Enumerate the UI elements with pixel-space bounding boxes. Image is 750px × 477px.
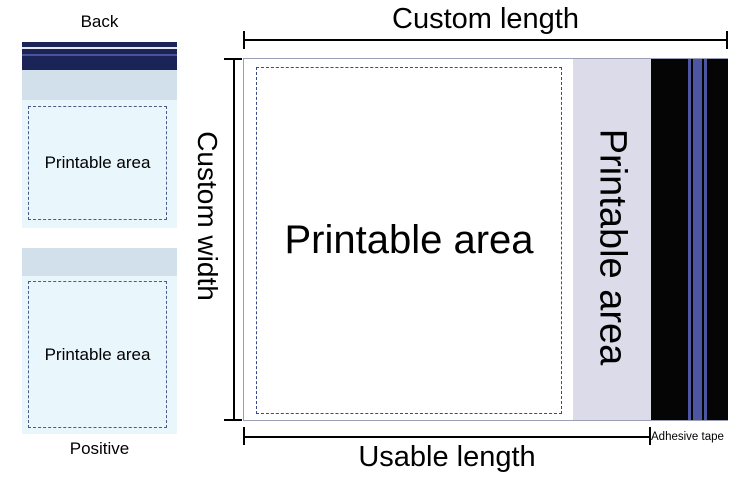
custom-width-top-tick [224,58,242,60]
custom-width-dimension-line [233,58,235,421]
back-seal-stripes [22,42,177,70]
usable-length-right-tick [649,427,651,445]
back-flap-band [22,70,177,100]
tape-stripe-3 [704,59,707,420]
usable-length-label: Usable length [358,441,536,473]
back-printable-box: Printable area [28,106,167,220]
adhesive-tape-strip [651,59,728,420]
positive-flap-band [22,248,177,276]
custom-width-label: Custom width [192,131,223,301]
flap-printable-area [573,59,651,420]
custom-length-left-tick [243,31,245,49]
custom-width-bottom-tick [224,419,242,421]
back-printable-label: Printable area [44,153,151,172]
flap-printable-label: Printable area [591,128,634,366]
positive-printable-label: Printable area [44,344,151,364]
back-bag-illustration: Printable area [22,42,177,228]
tape-stripe-2 [693,59,702,420]
positive-label: Positive [69,439,130,458]
positive-printable-box: Printable area [28,281,167,428]
positive-bag-illustration: Printable area [22,248,177,434]
back-label: Back [80,12,119,31]
custom-length-label: Custom length [392,3,579,35]
adhesive-tape-label: Adhesive tape [651,431,724,443]
usable-length-dimension-line [243,436,651,438]
custom-length-dimension-line [243,39,728,41]
custom-length-right-tick [726,31,728,49]
main-printable-label: Printable area [284,218,534,262]
main-printable-box: Printable area [256,67,562,414]
tape-stripe-1 [688,59,691,420]
usable-length-left-tick [243,427,245,445]
